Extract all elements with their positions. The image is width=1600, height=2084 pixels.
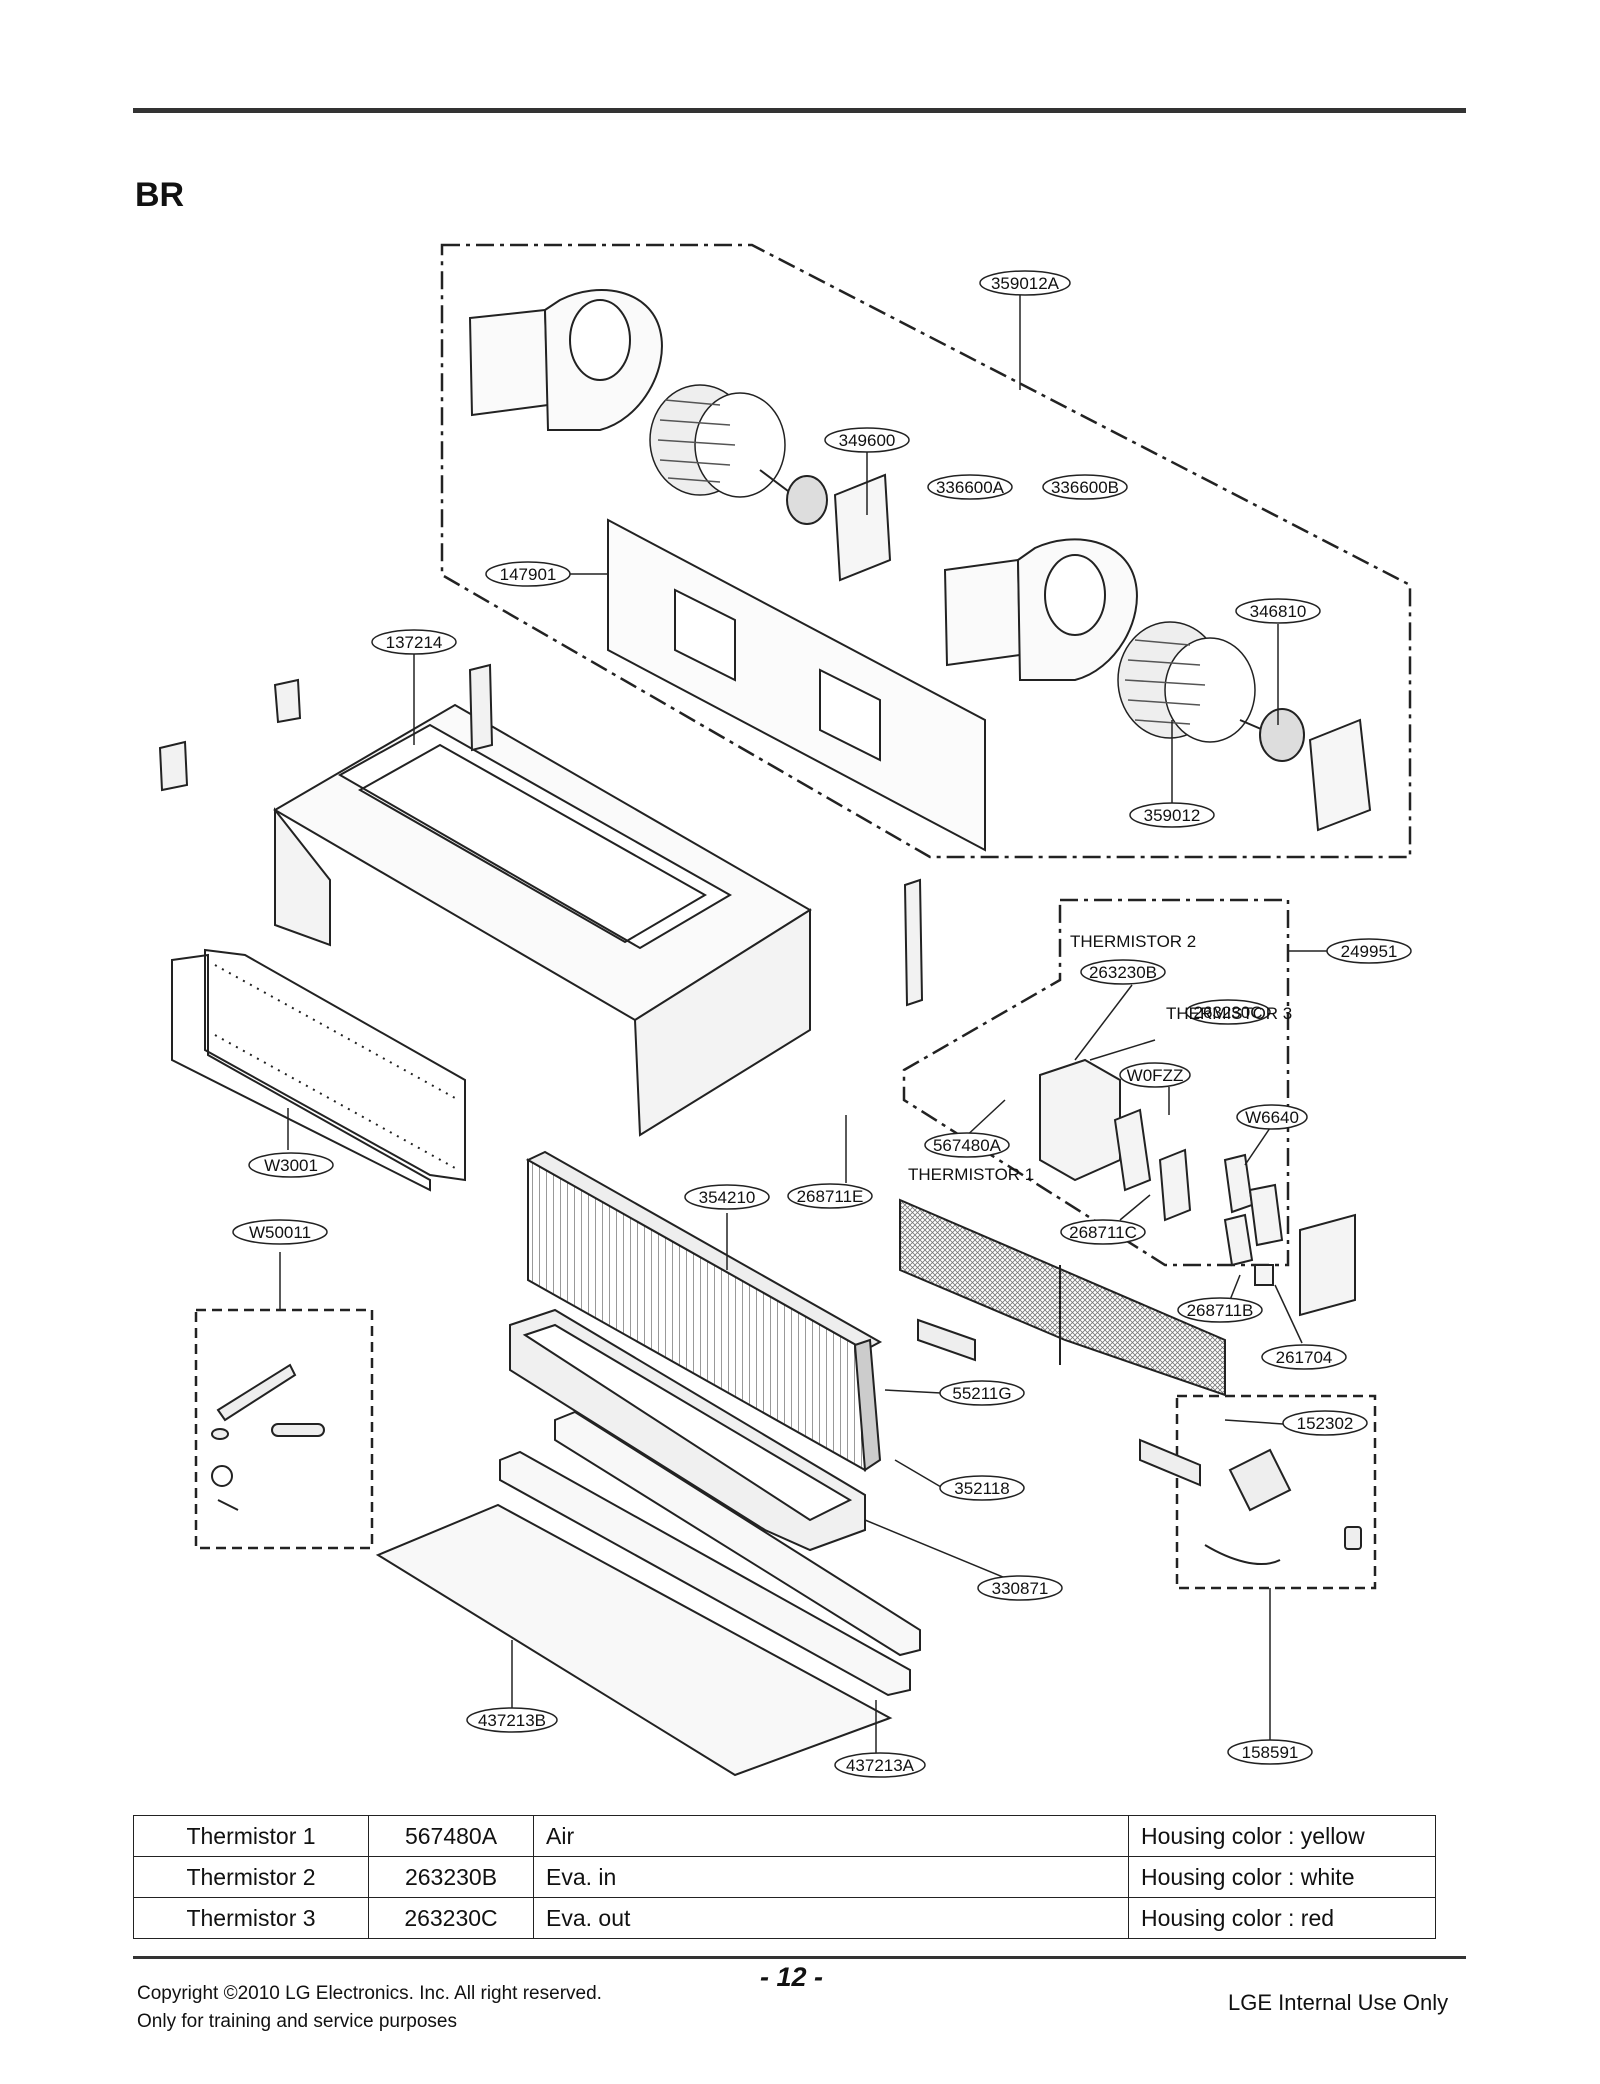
table-row: Thermistor 3 263230C Eva. out Housing co… bbox=[133, 1897, 1436, 1939]
callout-W0FZZ: W0FZZ bbox=[1127, 1066, 1184, 1085]
callout-268711E: 268711E bbox=[797, 1187, 864, 1206]
callout-263230B: 263230B bbox=[1089, 963, 1157, 982]
thermistor-name: Thermistor 3 bbox=[133, 1897, 369, 1939]
callout-336600A: 336600A bbox=[936, 478, 1005, 497]
top-rule bbox=[133, 108, 1466, 113]
blower-group-outline bbox=[440, 243, 1412, 859]
callout-567480A: 567480A bbox=[933, 1136, 1002, 1155]
internal-use-notice: LGE Internal Use Only bbox=[1228, 1990, 1449, 2015]
callout-346810: 346810 bbox=[1250, 602, 1307, 621]
callout-158591: 158591 bbox=[1242, 1743, 1299, 1762]
callout-147901: 147901 bbox=[500, 565, 557, 584]
callout-437213B: 437213B bbox=[478, 1711, 546, 1730]
callout-330871: 330871 bbox=[992, 1579, 1049, 1598]
thermistor-name: Thermistor 2 bbox=[133, 1856, 369, 1898]
callout-359012: 359012 bbox=[1144, 806, 1201, 825]
label-thermistor-1: THERMISTOR 1 bbox=[908, 1165, 1034, 1184]
thermistor-housing-color: Housing color : white bbox=[1128, 1856, 1436, 1898]
accessory-box bbox=[194, 1308, 374, 1550]
callout-W50011: W50011 bbox=[249, 1223, 311, 1242]
footer-copyright: Copyright ©2010 LG Electronics. Inc. All… bbox=[137, 1980, 602, 2036]
callout-261704: 261704 bbox=[1276, 1348, 1333, 1367]
copyright-text: Copyright ©2010 LG Electronics. Inc. All… bbox=[137, 1983, 602, 2004]
callout-437213A: 437213A bbox=[846, 1756, 915, 1775]
thermistor-housing-color: Housing color : yellow bbox=[1128, 1815, 1436, 1857]
thermistor-location: Eva. in bbox=[533, 1856, 1129, 1898]
callout-336600B: 336600B bbox=[1051, 478, 1119, 497]
callout-W6640: W6640 bbox=[1245, 1108, 1299, 1127]
callout-268711B: 268711B bbox=[1187, 1301, 1254, 1320]
callout-349600: 349600 bbox=[839, 431, 896, 450]
callout-137214: 137214 bbox=[386, 633, 443, 652]
page-number: - 12 - bbox=[760, 1962, 824, 1992]
thermistor-housing-color: Housing color : red bbox=[1128, 1897, 1436, 1939]
thermistor-location: Eva. out bbox=[533, 1897, 1129, 1939]
callout-268711C: 268711C bbox=[1069, 1223, 1137, 1242]
callout-249951: 249951 bbox=[1341, 942, 1398, 961]
callout-352118: 352118 bbox=[954, 1479, 1009, 1498]
callout-263230C: 263230C bbox=[1193, 1003, 1262, 1022]
purpose-text: Only for training and service purposes bbox=[137, 2011, 457, 2032]
exploded-parts-diagram: 359012A 349600 336600A 336600B 147901 34… bbox=[158, 243, 1412, 1778]
callout-55211G: 55211G bbox=[952, 1384, 1011, 1403]
thermistor-location: Air bbox=[533, 1815, 1129, 1857]
section-title: BR bbox=[135, 176, 185, 214]
thermistor-name: Thermistor 1 bbox=[133, 1815, 369, 1857]
table-row: Thermistor 1 567480A Air Housing color :… bbox=[133, 1815, 1436, 1857]
callout-359012A: 359012A bbox=[991, 274, 1060, 293]
label-thermistor-2: THERMISTOR 2 bbox=[1070, 932, 1196, 951]
thermistor-part-no: 263230C bbox=[368, 1897, 534, 1939]
table-row: Thermistor 2 263230B Eva. in Housing col… bbox=[133, 1856, 1436, 1898]
label-thermistor-3: THERMISTOR 3 bbox=[1166, 1004, 1292, 1023]
callout-354210: 354210 bbox=[699, 1188, 756, 1207]
bottom-rule bbox=[133, 1956, 1466, 1959]
electrical-group-outline bbox=[902, 898, 1290, 1267]
drain-pump-box bbox=[1175, 1394, 1377, 1590]
thermistor-part-no: 567480A bbox=[368, 1815, 534, 1857]
thermistor-part-no: 263230B bbox=[368, 1856, 534, 1898]
thermistor-table: Thermistor 1 567480A Air Housing color :… bbox=[133, 1815, 1436, 1939]
callout-W3001: W3001 bbox=[264, 1156, 318, 1175]
callout-152302: 152302 bbox=[1297, 1414, 1354, 1433]
